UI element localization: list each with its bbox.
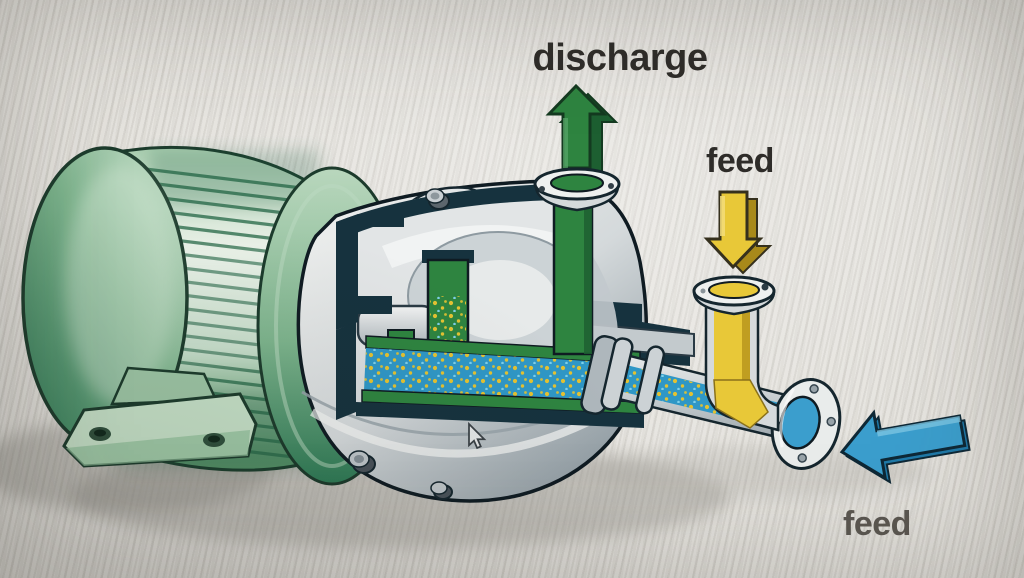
feed-flange bbox=[692, 275, 776, 316]
pipe-collar bbox=[600, 337, 634, 411]
label-feed-bottom: feed bbox=[843, 505, 911, 543]
bolt bbox=[348, 450, 376, 474]
bolt bbox=[430, 481, 453, 500]
feed-down-arrow-icon bbox=[703, 190, 773, 275]
cut-section-top bbox=[336, 184, 558, 238]
cut-section-left bbox=[336, 214, 358, 330]
discharge-flange bbox=[533, 167, 621, 212]
discharge-arrow-icon bbox=[545, 83, 619, 177]
mixture-channel bbox=[364, 348, 642, 402]
yellow-feed-pour bbox=[713, 379, 769, 429]
bolt bbox=[425, 188, 450, 210]
discharge-pipe bbox=[552, 188, 594, 356]
motor-foot bbox=[62, 366, 258, 468]
feed-left-arrow-icon bbox=[839, 409, 971, 485]
label-feed-top: feed bbox=[706, 142, 774, 180]
label-discharge: discharge bbox=[532, 37, 707, 79]
casing-bolts bbox=[348, 188, 453, 500]
mouse-cursor-icon bbox=[468, 421, 487, 450]
pipe-collar bbox=[634, 345, 666, 415]
feed-pipe-top bbox=[692, 275, 780, 432]
